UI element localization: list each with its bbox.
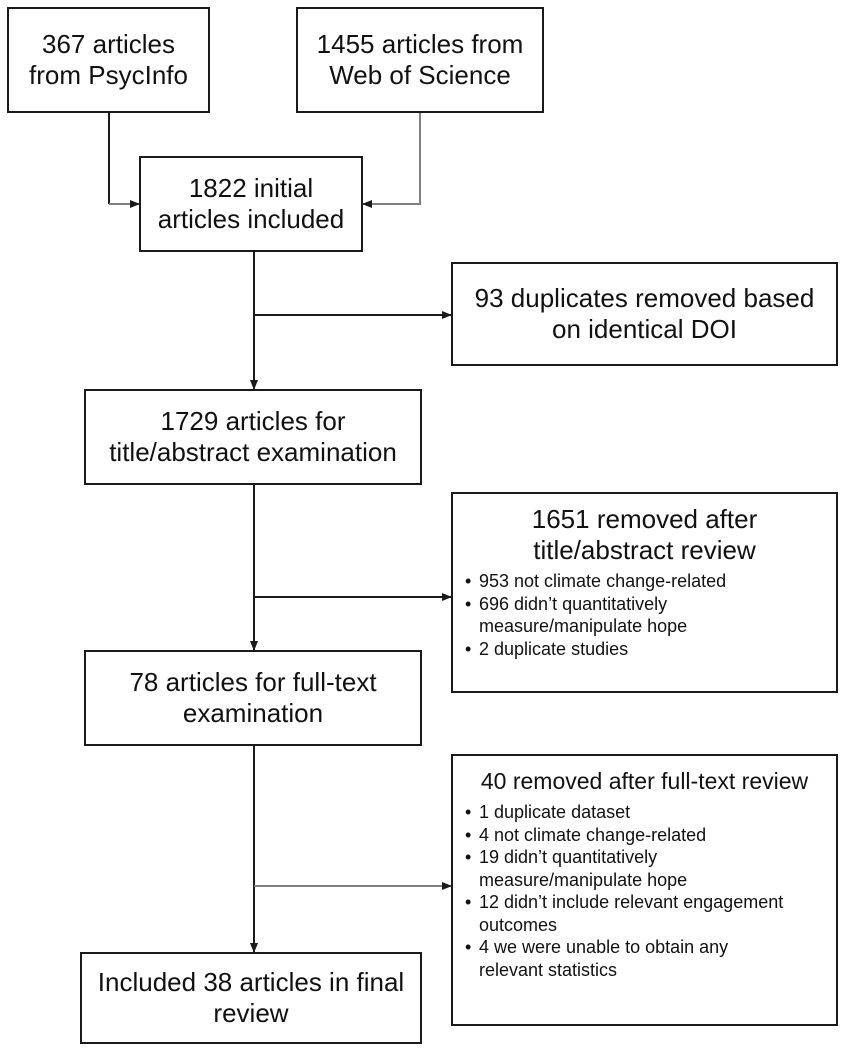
full-text-text: 78 articles for full-text examination <box>86 667 420 729</box>
list-item: 4 we were unable to obtain any relevant … <box>465 936 828 981</box>
final-review-line: review <box>213 998 289 1028</box>
removed-title-abstract-heading: 1651 removed after title/abstract review <box>453 504 836 566</box>
removed-full-text-box: 40 removed after full-text review 1 dupl… <box>451 754 838 1026</box>
duplicates-removed-text: 93 duplicates removed based on identical… <box>453 283 836 345</box>
web-of-science-line: Web of Science <box>329 60 511 90</box>
list-item: 2 duplicate studies <box>465 638 828 661</box>
connector-wos-to-initial <box>362 113 421 208</box>
list-item-line: 2 duplicate studies <box>479 638 629 659</box>
duplicates-removed-line: on identical DOI <box>552 314 737 344</box>
list-item-line: 696 didn’t quantitatively <box>479 593 668 614</box>
full-text-line: 78 articles for full-text <box>129 667 377 697</box>
psycinfo-text: 367 articles from PsycInfo <box>9 29 208 91</box>
list-item-line: measure/manipulate hope <box>479 616 688 636</box>
removed-title-abstract-box: 1651 removed after title/abstract review… <box>451 492 838 693</box>
full-text-box: 78 articles for full-text examination <box>84 650 422 746</box>
list-item: 12 didn’t include relevant engagement ou… <box>465 891 828 936</box>
duplicates-removed-line: 93 duplicates removed based <box>474 283 815 313</box>
full-text-line: examination <box>182 698 324 728</box>
initial-articles-line: articles included <box>157 204 345 234</box>
removed-full-text-list: 1 duplicate dataset 4 not climate change… <box>453 801 836 981</box>
removed-full-text-heading-line: 40 removed after full-text review <box>480 768 809 794</box>
title-abstract-box: 1729 articles for title/abstract examina… <box>84 389 422 485</box>
list-item: 19 didn’t quantitatively measure/manipul… <box>465 846 828 891</box>
list-item: 696 didn’t quantitatively measure/manipu… <box>465 593 828 638</box>
web-of-science-text: 1455 articles from Web of Science <box>298 29 542 91</box>
psycinfo-line: from PsycInfo <box>29 60 188 90</box>
removed-title-abstract-heading-line: title/abstract review <box>533 535 756 565</box>
web-of-science-box: 1455 articles from Web of Science <box>296 7 544 113</box>
web-of-science-line: 1455 articles from <box>316 29 524 59</box>
removed-title-abstract-list: 953 not climate change-related 696 didn’… <box>453 570 836 660</box>
final-review-line: Included 38 articles in final <box>97 967 405 997</box>
initial-articles-line: 1822 initial <box>188 173 314 203</box>
list-item-line: 1 duplicate dataset <box>479 802 631 822</box>
list-item-line: 4 we were unable to obtain any <box>479 937 729 957</box>
removed-full-text-heading: 40 removed after full-text review <box>453 766 836 797</box>
psycinfo-box: 367 articles from PsycInfo <box>7 7 210 113</box>
title-abstract-line: title/abstract examination <box>109 437 397 467</box>
list-item-line: 19 didn’t quantitatively <box>479 847 658 867</box>
list-item: 4 not climate change-related <box>465 824 828 847</box>
psycinfo-line: 367 articles <box>42 29 175 59</box>
list-item-line: 12 didn’t include relevant engagement <box>479 892 784 912</box>
initial-articles-box: 1822 initial articles included <box>139 156 363 252</box>
list-item: 953 not climate change-related <box>465 570 828 593</box>
list-item-line: measure/manipulate hope <box>479 869 688 890</box>
list-item-line: outcomes <box>479 914 558 935</box>
list-item: 1 duplicate dataset <box>465 801 828 824</box>
final-review-box: Included 38 articles in final review <box>80 952 422 1044</box>
removed-title-abstract-heading-line: 1651 removed after <box>531 504 758 534</box>
initial-articles-text: 1822 initial articles included <box>141 173 361 235</box>
list-item-line: 953 not climate change-related <box>479 571 727 591</box>
title-abstract-line: 1729 articles for <box>160 406 346 436</box>
title-abstract-text: 1729 articles for title/abstract examina… <box>86 406 420 468</box>
list-item-line: relevant statistics <box>479 959 618 980</box>
list-item-line: 4 not climate change-related <box>479 824 707 845</box>
final-review-text: Included 38 articles in final review <box>82 967 420 1029</box>
duplicates-removed-box: 93 duplicates removed based on identical… <box>451 262 838 366</box>
